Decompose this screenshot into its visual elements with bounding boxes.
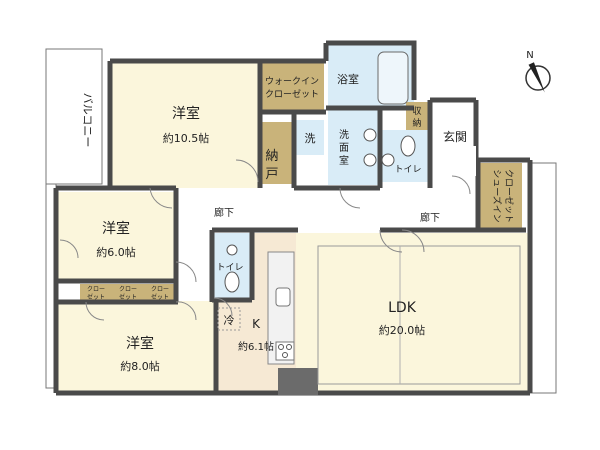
door-swings xyxy=(59,159,471,321)
closet-2-floor xyxy=(112,284,144,302)
balcony-text: バルコニー xyxy=(81,93,94,148)
sink-icon xyxy=(381,153,395,167)
closet-2-line1: クロー xyxy=(119,286,137,293)
burner-icon xyxy=(286,344,292,350)
shoes-closet-floor xyxy=(480,163,522,229)
sink-icon xyxy=(363,128,377,142)
toilet-lower-name: トイレ xyxy=(216,263,243,273)
north-arrow-icon xyxy=(528,62,545,93)
burner-icon xyxy=(282,352,288,358)
toilet-icon xyxy=(224,271,240,293)
burner-icon xyxy=(278,344,284,350)
bedroom3-area: 約8.0帖 xyxy=(120,359,160,373)
washer-floor xyxy=(296,120,324,155)
bedroom1-area: 約10.5帖 xyxy=(163,131,210,145)
toilet-icon xyxy=(400,135,416,157)
washer-name: 洗 xyxy=(305,132,316,145)
storage-small-char2: 納 xyxy=(412,117,421,129)
ldk-outline xyxy=(317,245,521,385)
kitchen-sink-icon xyxy=(275,287,291,307)
hall-right-name: 廊下 xyxy=(420,211,440,224)
washroom-floor xyxy=(328,110,380,185)
closet-1-line2: ゼット xyxy=(87,293,105,301)
storage-floor xyxy=(262,122,294,184)
storage-char1: 納 xyxy=(265,149,278,164)
closet-3-floor xyxy=(144,284,176,302)
sink-icon xyxy=(226,244,238,256)
bedroom2-name: 洋室 xyxy=(102,220,130,237)
toilet-upper-name: トイレ xyxy=(394,165,421,175)
kitchen-area: 約6.1帖 xyxy=(238,340,274,353)
fridge-space xyxy=(217,307,241,331)
compass-rose: N xyxy=(525,50,551,93)
ldk-area: 約20.0帖 xyxy=(379,323,426,337)
bedroom3-floor xyxy=(58,301,216,393)
storage-small-char1: 収 xyxy=(412,105,421,117)
bedroom1-floor xyxy=(112,61,260,189)
shoes-closet-line1: シューズイン xyxy=(491,169,503,223)
ldk-name: LDK xyxy=(388,300,417,316)
closet-3-line2: ゼット xyxy=(151,293,169,301)
compass-ring xyxy=(525,65,551,91)
closet-3-line1: クロー xyxy=(151,286,169,293)
kitchen-name: K xyxy=(252,317,261,331)
bath-name: 浴室 xyxy=(337,72,359,86)
shoes-closet-label: シューズイン クローゼット xyxy=(491,169,515,223)
balcony-area xyxy=(45,48,103,185)
east-balcony-strip xyxy=(527,162,557,394)
bedroom2-area: 約6.0帖 xyxy=(96,245,136,259)
stove-icon xyxy=(275,341,295,361)
compass-label: N xyxy=(526,50,533,61)
closet-1-floor xyxy=(80,284,112,302)
washroom-name-3: 室 xyxy=(339,154,349,167)
bedroom2-floor xyxy=(58,192,176,280)
bathtub-icon xyxy=(377,51,409,105)
hall-upper-name: 廊下 xyxy=(214,206,234,219)
washroom-name-1: 洗 xyxy=(339,129,349,141)
washroom-name-2: 面 xyxy=(339,143,349,154)
ldk-floor xyxy=(296,233,528,391)
sink-icon xyxy=(363,153,377,167)
bedroom1-name: 洋室 xyxy=(172,105,200,122)
closet-2-line2: ゼット xyxy=(119,293,137,301)
walkin-closet-line1: ウォークイン xyxy=(265,76,319,87)
storage-char2: 戸 xyxy=(265,167,278,182)
walkin-closet-floor xyxy=(262,61,324,112)
entrance-name: 玄関 xyxy=(443,129,467,144)
walkin-closet-line2: クローゼット xyxy=(265,88,319,100)
shoes-closet-line2: クローゼット xyxy=(503,169,515,223)
column-1 xyxy=(278,368,318,395)
closet-1-line1: クロー xyxy=(87,286,105,293)
balcony-label: バルコニー xyxy=(81,93,94,148)
bedroom3-name: 洋室 xyxy=(126,335,154,352)
entrance-area xyxy=(438,146,476,176)
hallway-floor xyxy=(176,188,526,233)
fridge-name: 冷 xyxy=(224,314,235,327)
